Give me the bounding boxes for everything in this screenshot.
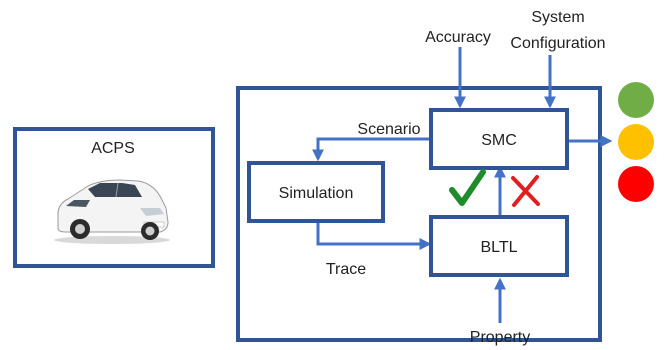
traffic-light <box>618 82 654 202</box>
scenario-arrow <box>312 137 431 162</box>
property-label: Property <box>470 329 530 346</box>
trace-label: Trace <box>326 261 366 278</box>
car-image <box>54 179 170 244</box>
trace-arrow <box>316 221 432 250</box>
bltl-block: BLTL <box>429 215 569 277</box>
system-configuration-label-line1: System <box>531 9 584 26</box>
smc-block: SMC <box>429 108 569 170</box>
cross-icon <box>511 175 540 207</box>
traffic-light-amber <box>618 124 654 160</box>
simulation-block: Simulation <box>247 161 385 223</box>
traffic-light-red <box>618 166 654 202</box>
accuracy-label: Accuracy <box>425 29 491 46</box>
traffic-light-green <box>618 82 654 118</box>
system-frame <box>236 86 602 342</box>
simulation-label: Simulation <box>279 185 354 202</box>
scenario-label: Scenario <box>357 121 420 138</box>
check-icon <box>449 169 486 206</box>
system-configuration-label-line2: Configuration <box>510 35 605 52</box>
acps-label: ACPS <box>91 140 135 157</box>
acps-box: ACPS <box>13 127 215 268</box>
bltl-label: BLTL <box>480 239 517 256</box>
smc-label: SMC <box>481 132 517 149</box>
